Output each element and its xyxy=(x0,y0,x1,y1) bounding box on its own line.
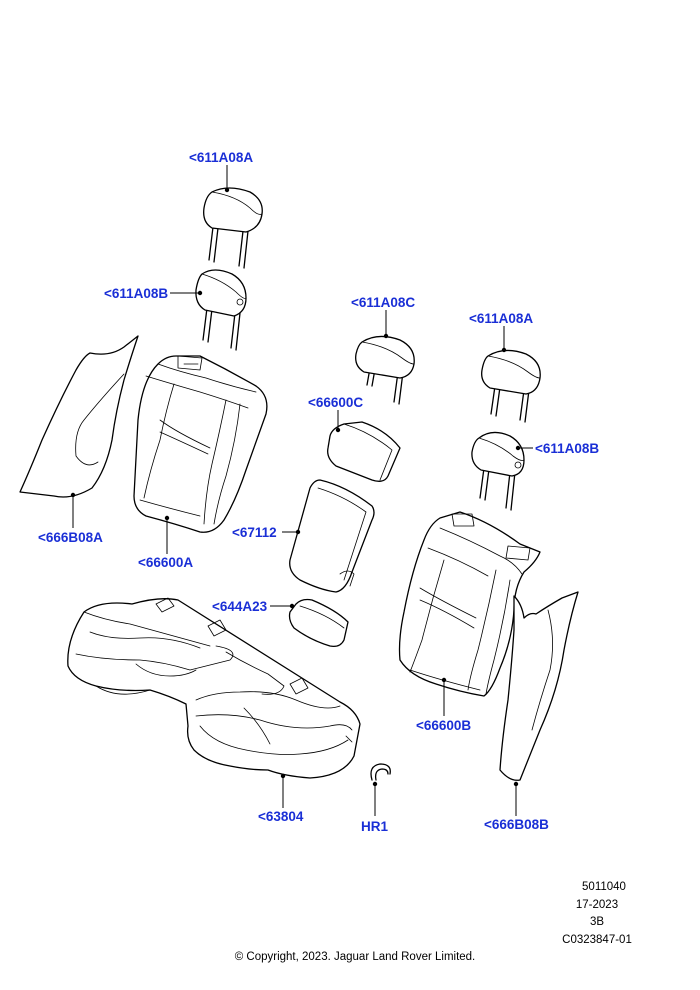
copyright: © Copyright, 2023. Jaguar Land Rover Lim… xyxy=(235,951,476,963)
drawing-metadata: 5011040 17-2023 3B C0323847-01 © Copyrig… xyxy=(235,881,632,963)
callout-611a08a-right[interactable]: <611A08A xyxy=(469,311,533,326)
seat-cushion[interactable] xyxy=(67,597,361,779)
callout-611a08a-left[interactable]: <611A08A xyxy=(189,150,253,165)
callout-67112[interactable]: <67112 xyxy=(232,525,277,540)
leader-lines xyxy=(70,165,533,816)
callout-611a08b-right[interactable]: <611A08B xyxy=(535,441,599,456)
meta-line-3: 3B xyxy=(590,916,604,928)
callout-labels: <611A08A <611A08B <611A08C <611A08A <611… xyxy=(38,150,599,834)
callout-611a08b-left[interactable]: <611A08B xyxy=(104,286,168,301)
backrest-right[interactable] xyxy=(398,511,541,697)
meta-line-4: C0323847-01 xyxy=(562,934,632,946)
cupholder-insert[interactable] xyxy=(288,598,349,648)
callout-644a23[interactable]: <644A23 xyxy=(212,599,268,614)
backrest-left[interactable] xyxy=(133,355,268,533)
trim-panel-left[interactable] xyxy=(19,335,139,498)
headrest-right-upper[interactable] xyxy=(481,349,541,423)
armrest-assembly[interactable] xyxy=(289,479,375,593)
hog-ring-clip[interactable] xyxy=(370,763,391,781)
trim-panel-right[interactable] xyxy=(499,591,579,781)
callout-66600a[interactable]: <66600A xyxy=(138,555,193,570)
headrest-center[interactable] xyxy=(355,335,415,405)
callout-666b08a[interactable]: <666B08A xyxy=(38,530,103,545)
callout-63804[interactable]: <63804 xyxy=(258,809,304,824)
headrest-left-upper[interactable] xyxy=(203,187,263,269)
meta-line-2: 17-2023 xyxy=(576,899,618,911)
callout-666b08b[interactable]: <666B08B xyxy=(484,817,549,832)
callout-611a08c-center[interactable]: <611A08C xyxy=(351,295,415,310)
armrest-cover[interactable] xyxy=(327,421,401,482)
callout-66600b[interactable]: <66600B xyxy=(416,718,471,733)
callout-66600c[interactable]: <66600C xyxy=(308,395,363,410)
headrest-left-lower[interactable] xyxy=(195,269,247,351)
callout-hr1[interactable]: HR1 xyxy=(361,819,388,834)
headrest-right-lower[interactable] xyxy=(471,431,525,511)
meta-line-1: 5011040 xyxy=(582,881,626,893)
